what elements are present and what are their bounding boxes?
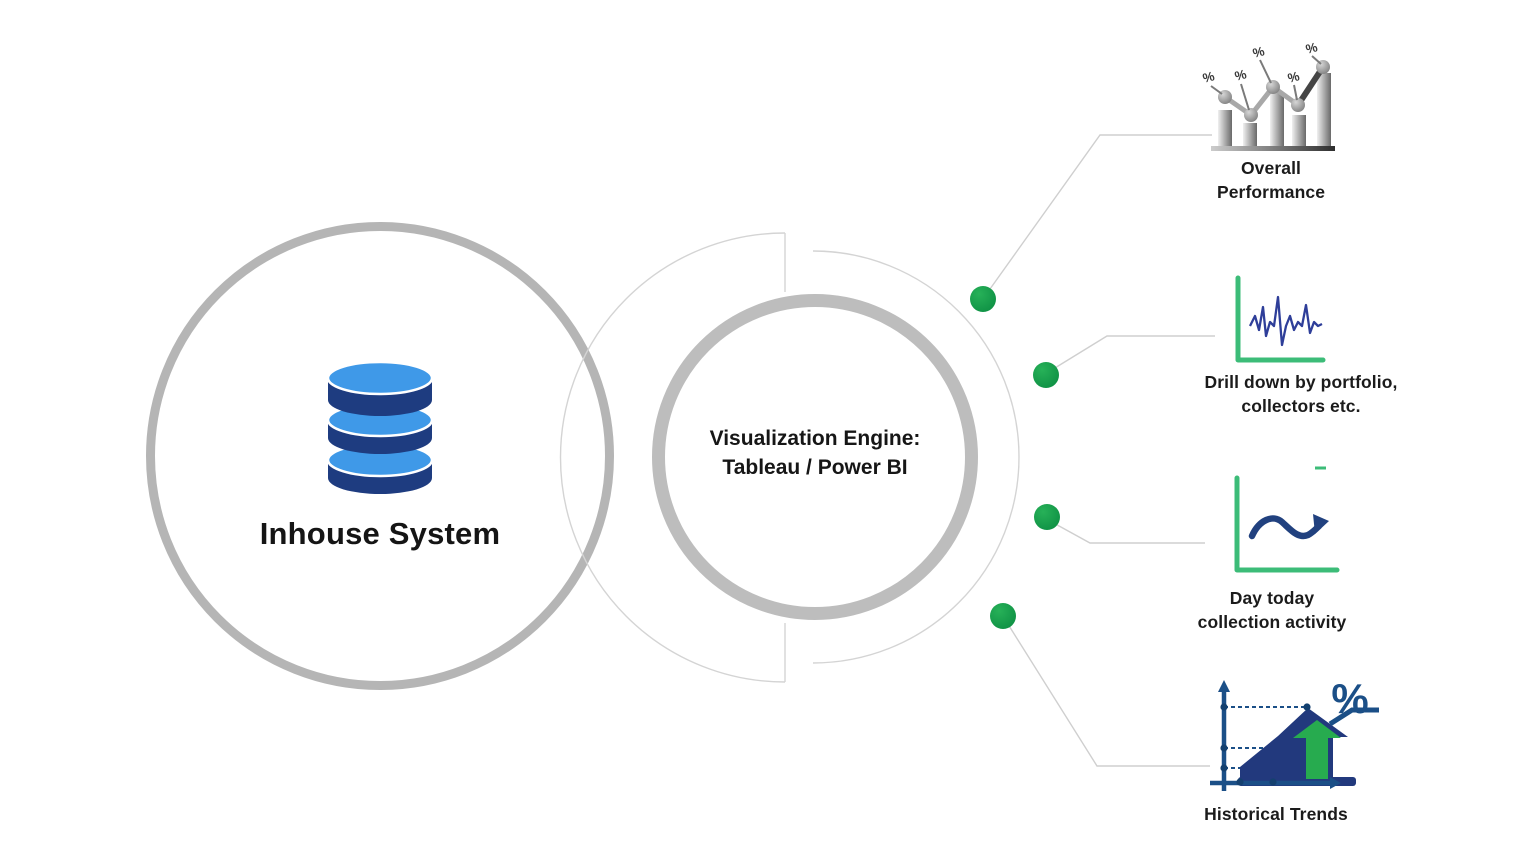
- connector-dot: [970, 286, 996, 312]
- database-icon: [326, 360, 434, 494]
- engine-title-line2: Tableau / Power BI: [722, 456, 908, 479]
- output-caption-day: Day today collection activity: [1182, 587, 1362, 634]
- caption-line: Drill down by portfolio,: [1204, 372, 1398, 392]
- output-caption-historical: Historical Trends: [1186, 803, 1366, 827]
- output-caption-drill: Drill down by portfolio, collectors etc.: [1186, 371, 1416, 418]
- percent-mark: %: [1304, 39, 1319, 57]
- caption-line: Performance: [1216, 181, 1326, 202]
- growth-percent-chart-icon: %: [1210, 675, 1379, 791]
- connector-dot: [990, 603, 1016, 629]
- caption-line: collectors etc.: [1241, 395, 1361, 416]
- connector-line-historical: [1005, 620, 1210, 767]
- percent-mark: %: [1251, 43, 1266, 61]
- connector-line-overall: [984, 134, 1212, 297]
- ecg-line-chart-icon: [1235, 275, 1326, 363]
- bar-chart-trend-icon: % % % % %: [1201, 39, 1335, 151]
- connector-line-day: [1049, 520, 1205, 544]
- percent-mark: %: [1233, 66, 1248, 84]
- connector-line-drill: [1049, 335, 1215, 372]
- caption-line: collection activity: [1197, 611, 1347, 632]
- output-caption-overall: Overall Performance: [1195, 157, 1347, 204]
- connector-dot: [1034, 504, 1060, 530]
- caption-line: Overall: [1240, 158, 1302, 178]
- connector-dot: [1033, 362, 1059, 388]
- visualization-engine-node: Visualization Engine: Tableau / Power BI: [652, 294, 978, 620]
- percent-mark: %: [1286, 68, 1301, 86]
- wave-arrow-chart-icon: [1234, 466, 1340, 573]
- engine-title-line1: Visualization Engine:: [709, 427, 921, 450]
- inhouse-system-label: Inhouse System: [259, 516, 501, 551]
- caption-line: Historical Trends: [1204, 804, 1348, 824]
- percent-mark: %: [1331, 675, 1368, 722]
- caption-line: Day today: [1229, 588, 1315, 608]
- percent-mark: %: [1201, 68, 1216, 86]
- inhouse-system-node: Inhouse System: [146, 222, 614, 690]
